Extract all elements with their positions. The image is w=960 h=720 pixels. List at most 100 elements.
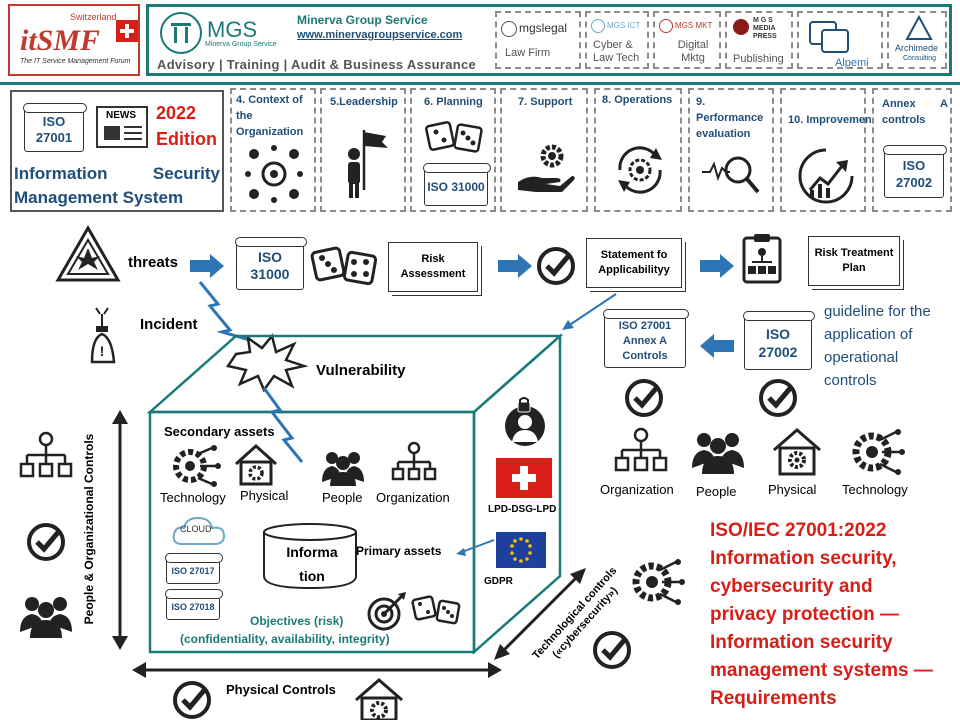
itsmf-logo: Switzerland itSMF The IT Service Managem… xyxy=(8,4,140,76)
risk-treatment-doc: Risk Treatment Plan xyxy=(808,236,900,286)
mgs-services: Advisory | Training | Audit & Business A… xyxy=(157,57,477,72)
mkt-logo-icon xyxy=(659,19,673,33)
cube-frame xyxy=(146,333,564,655)
mgs-logo-sub: Minerva Group Service xyxy=(205,41,277,48)
horizontal-axis-arrow xyxy=(132,662,502,678)
tech-gear-circuit-icon xyxy=(632,559,685,605)
connector-arrow xyxy=(562,293,617,330)
standard-line6: management systems — xyxy=(710,660,933,681)
right-label-people: People xyxy=(696,484,737,499)
mgs-url[interactable]: www.minervagroupservice.com xyxy=(297,29,463,41)
gear-cycle-icon xyxy=(618,146,662,194)
physical-controls-label: Physical Controls xyxy=(226,682,336,697)
risk-assessment-doc: Risk Assessment xyxy=(388,242,478,292)
primary-assets-arrow xyxy=(456,539,495,556)
cube-lightning-icon xyxy=(262,387,304,463)
partner-archimede: Archimede Consulting xyxy=(887,11,947,69)
left-check-icon xyxy=(27,523,65,561)
vertical-axis-arrow xyxy=(112,410,128,650)
org-chart-icon xyxy=(614,427,668,472)
right-label-physical: Physical xyxy=(768,482,817,497)
soa-doc: Statement fo Applicabilityy xyxy=(586,238,682,288)
bottom-check-icon xyxy=(173,681,211,719)
arrow-right-2 xyxy=(498,254,532,278)
user-lock-icon xyxy=(505,397,545,446)
target-icon xyxy=(367,592,406,631)
primary-assets-label: Primary assets xyxy=(356,544,442,558)
context-network-icon xyxy=(245,145,303,203)
standard-line2: Information security, xyxy=(710,548,897,569)
swiss-cross-icon xyxy=(116,20,138,42)
iso27018-doc: ISO 27018 xyxy=(165,589,223,620)
header-divider xyxy=(0,82,960,85)
bottom-house-gear-icon xyxy=(355,678,403,720)
standard-line7: Requirements xyxy=(710,688,837,709)
warning-triangle-icon xyxy=(55,224,121,282)
threats-label: threats xyxy=(128,254,179,271)
archimede-logo-icon xyxy=(905,14,933,40)
technology-gear-circuit-icon xyxy=(852,429,905,475)
dice-icon xyxy=(425,121,483,153)
objectives-line2: (confidentiality, availability, integrit… xyxy=(180,632,390,646)
newspaper-icon: NEWS xyxy=(96,106,148,148)
arrow-left xyxy=(700,334,734,358)
column-icon xyxy=(160,12,202,54)
partner-mgslegal: mgslegal Law Firm xyxy=(495,11,581,69)
clause-performance: 9. Performance evaluation xyxy=(688,88,774,212)
clause-planning: 6. Planning ISO 31000 xyxy=(410,88,496,212)
explosion-icon xyxy=(225,333,309,393)
standard-line1: ISO/IEC 27001:2022 xyxy=(710,520,887,541)
physical-house-gear-icon xyxy=(773,428,821,476)
ict-logo-icon xyxy=(591,19,605,33)
lightning-bolt-icon xyxy=(198,281,251,342)
iso27001-title-box: ISO 27001 NEWS 2022 Edition Information … xyxy=(10,90,224,212)
iso27002-check-icon xyxy=(759,379,797,417)
cloud-label: CLOUD xyxy=(180,524,212,534)
secondary-people-icon xyxy=(322,452,364,486)
clause-leadership: 5.Leadership xyxy=(320,88,406,212)
incident-label: Incident xyxy=(140,316,198,333)
secondary-physical-icon xyxy=(234,443,278,486)
swiss-flag-icon xyxy=(496,458,552,498)
planning-iso31000-doc: ISO 31000 xyxy=(423,163,491,206)
tech-check-icon xyxy=(593,631,631,669)
standard-line5: Information security xyxy=(710,632,893,653)
gdpr-label: GDPR xyxy=(484,576,513,587)
itsmf-tagline: The IT Service Management Forum xyxy=(20,58,131,65)
isms-title-line2: Management System xyxy=(14,188,184,207)
people-group-icon xyxy=(692,433,744,474)
secondary-label-physical: Physical xyxy=(240,488,289,503)
bomb-icon: ! xyxy=(90,307,116,364)
annex-iso27002-doc: ISO 27002 xyxy=(883,145,947,198)
standard-line4: privacy protection — xyxy=(710,604,899,625)
left-org-chart-icon xyxy=(19,431,73,478)
itsmf-wordmark: itSMF xyxy=(20,24,101,57)
arrow-right-1 xyxy=(190,254,224,278)
svg-text:!: ! xyxy=(100,343,105,359)
improvement-chart-icon xyxy=(798,148,854,204)
itsmf-country: Switzerland xyxy=(70,12,117,22)
clause-support: 7. Support xyxy=(500,88,588,212)
flow-dice-icon xyxy=(310,246,378,286)
guideline-text: guideline for the application of operati… xyxy=(824,303,931,389)
flow-iso31000-doc: ISO 31000 xyxy=(235,237,307,290)
clause-improvement: 10. Improvement xyxy=(780,88,875,212)
clause-operations: 8. Operations xyxy=(594,88,682,212)
scales-icon xyxy=(501,21,517,37)
partner-media-press: M G S MEDIA PRESS Publishing xyxy=(725,11,793,69)
eu-flag-icon xyxy=(496,532,546,568)
objectives-line1: Objectives (risk) xyxy=(250,614,344,628)
clipboard-hierarchy-icon xyxy=(742,234,782,284)
cloud-icon xyxy=(172,516,226,545)
vulnerability-label: Vulnerability xyxy=(316,362,406,379)
iso27017-doc: ISO 27017 xyxy=(165,553,223,584)
clause-context: 4. Context of the Organization xyxy=(230,88,316,212)
arrow-right-3 xyxy=(700,254,734,278)
annex-a-controls-doc: ISO 27001 Annex A Controls xyxy=(603,309,689,368)
cube-dice-icon xyxy=(411,595,461,625)
secondary-assets-label: Secondary assets xyxy=(164,424,275,439)
hand-gear-icon xyxy=(518,144,575,192)
annex-check-icon xyxy=(625,379,663,417)
mgs-header-bar: MGS Minerva Group Service Minerva Group … xyxy=(146,4,952,76)
secondary-label-people: People xyxy=(322,490,363,505)
